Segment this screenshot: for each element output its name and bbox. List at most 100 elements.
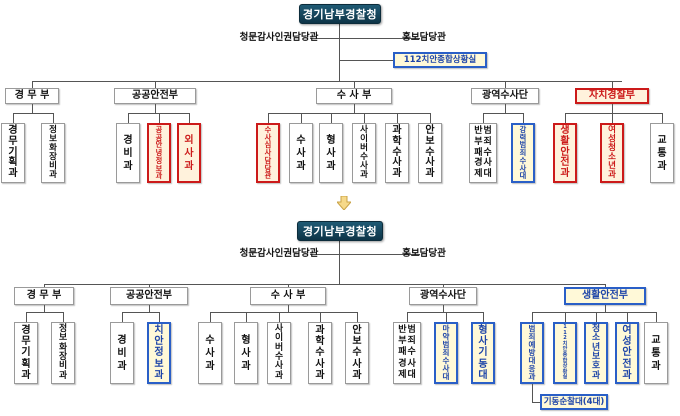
connector-line xyxy=(483,113,484,123)
connector-line xyxy=(354,81,355,89)
before-bureau-autonomous: 자치경찰부 xyxy=(575,88,649,104)
before-bureau-wide: 광역수사단 xyxy=(471,88,539,104)
bureau-line xyxy=(32,81,622,82)
connector-line xyxy=(63,312,64,322)
connector-line xyxy=(662,113,663,123)
subunit-line xyxy=(532,402,540,403)
connector-line xyxy=(13,113,14,123)
connector-line xyxy=(596,312,597,322)
connector-line xyxy=(565,113,566,123)
after-trunk-line xyxy=(339,240,340,284)
connector-line xyxy=(605,305,606,312)
connector-line xyxy=(53,113,54,123)
connector-line xyxy=(149,284,150,288)
after-bureau-wide: 광역수사단 xyxy=(409,287,477,305)
before-bureau-admin: 경 무 부 xyxy=(5,88,59,104)
connector-line xyxy=(627,312,628,322)
connector-line xyxy=(532,312,533,322)
connector-line xyxy=(246,312,247,322)
after-bureau-livelihood: 생활안전부 xyxy=(564,287,646,305)
connector-line xyxy=(505,104,506,113)
connector-line xyxy=(483,113,523,114)
after-subunit-patrol: 기동순찰대(4대) xyxy=(540,394,608,410)
connector-line xyxy=(26,312,63,313)
connector-line xyxy=(128,113,189,114)
connector-line xyxy=(155,81,156,89)
connector-line xyxy=(612,113,613,123)
connector-line xyxy=(159,113,160,123)
connector-line xyxy=(210,312,211,322)
connector-line xyxy=(605,284,606,288)
connector-line xyxy=(32,104,33,113)
connector-line xyxy=(565,312,566,322)
connector-line xyxy=(288,284,289,288)
connector-line xyxy=(128,113,129,123)
connector-line xyxy=(532,312,656,313)
connector-line xyxy=(301,113,302,123)
connector-line xyxy=(279,312,280,322)
before-bureau-investigation: 수 사 부 xyxy=(316,88,392,104)
connector-line xyxy=(612,104,613,113)
before-title-box: 경기남부경찰청 xyxy=(299,4,381,24)
connector-line xyxy=(268,113,430,114)
connector-line xyxy=(122,312,123,322)
before-staff-pr: 홍보담당관 xyxy=(402,32,446,44)
down-arrow-icon xyxy=(337,196,351,210)
connector-line xyxy=(13,113,53,114)
trunk-line xyxy=(339,24,340,82)
after-bureau-line xyxy=(44,284,605,285)
after-staff-line xyxy=(310,254,420,255)
before-bureau-safety: 공공안전부 xyxy=(114,88,196,104)
connector-line xyxy=(44,305,45,312)
center-line xyxy=(339,60,393,61)
connector-line xyxy=(397,113,398,123)
connector-line xyxy=(189,113,190,123)
after-staff-pr: 홍보담당관 xyxy=(402,248,446,260)
connector-line xyxy=(523,113,524,123)
connector-line xyxy=(288,305,289,312)
connector-line xyxy=(430,113,431,123)
connector-line xyxy=(443,284,444,288)
connector-line xyxy=(443,305,444,312)
connector-line xyxy=(364,113,365,123)
connector-line xyxy=(354,104,355,113)
after-bureau-admin: 경 무 부 xyxy=(14,287,74,305)
connector-line xyxy=(320,312,321,322)
after-bureau-safety: 공공안전부 xyxy=(110,287,188,305)
connector-line xyxy=(26,312,27,322)
subunit-line xyxy=(532,384,533,402)
connector-line xyxy=(155,104,156,113)
after-staff-audit: 청문감사인권담당관 xyxy=(239,248,319,260)
connector-line xyxy=(407,312,408,322)
connector-line xyxy=(32,81,33,89)
connector-line xyxy=(446,312,447,322)
connector-line xyxy=(505,81,506,89)
connector-line xyxy=(565,113,662,114)
staff-line xyxy=(310,38,420,39)
